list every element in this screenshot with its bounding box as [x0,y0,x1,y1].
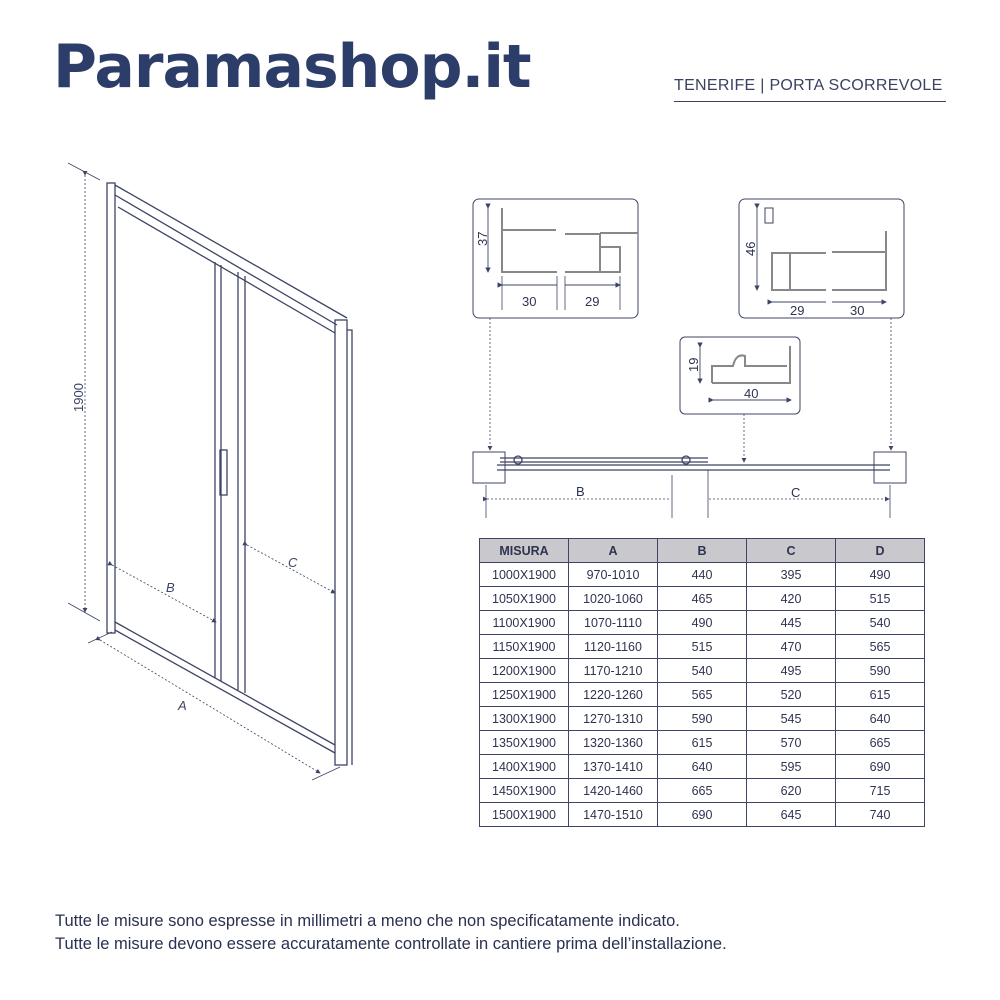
table-cell: 1500X1900 [479,802,569,827]
col-header: A [568,538,658,563]
table-cell: 665 [835,730,925,755]
table-cell: 1420-1460 [568,778,658,803]
table-cell: 520 [746,682,836,707]
table-cell: 1470-1510 [568,802,658,827]
profile-left-width1: 30 [522,294,536,309]
table-cell: 490 [835,562,925,587]
table-cell: 515 [657,634,747,659]
profile-left-height: 37 [475,232,490,246]
table-cell: 1300X1900 [479,706,569,731]
table-cell: 1370-1410 [568,754,658,779]
table-cell: 490 [657,610,747,635]
table-cell: 570 [746,730,836,755]
profile-right-height: 46 [743,242,758,256]
footer-line-1: Tutte le misure sono espresse in millime… [55,912,680,930]
table-cell: 545 [746,706,836,731]
table-cell: 1450X1900 [479,778,569,803]
table-cell: 540 [835,610,925,635]
table-cell: 640 [835,706,925,731]
table-cell: 1120-1160 [568,634,658,659]
table-cell: 690 [835,754,925,779]
logo: Paramashop.it [53,32,532,102]
table-cell: 665 [657,778,747,803]
table-cell: 1050X1900 [479,586,569,611]
height-label: 1900 [71,383,86,412]
profile-left-width2: 29 [585,294,599,309]
table-cell: 1220-1260 [568,682,658,707]
table-cell: 1320-1360 [568,730,658,755]
plan-c-label: C [791,485,800,500]
table-cell: 565 [835,634,925,659]
table-cell: 445 [746,610,836,635]
table-cell: 395 [746,562,836,587]
table-cell: 470 [746,634,836,659]
profile-detail-rail [679,336,801,463]
table-cell: 1020-1060 [568,586,658,611]
profile-detail-right [738,198,905,451]
table-cell: 615 [657,730,747,755]
table-cell: 1270-1310 [568,706,658,731]
footer-line-2: Tutte le misure devono essere accuratame… [55,935,727,953]
table-cell: 465 [657,586,747,611]
table-cell: 690 [657,802,747,827]
table-cell: 1350X1900 [479,730,569,755]
table-cell: 1200X1900 [479,658,569,683]
table-cell: 1150X1900 [479,634,569,659]
table-cell: 740 [835,802,925,827]
col-header: C [746,538,836,563]
footer-notes: Tutte le misure sono espresse in millime… [55,910,727,956]
profile-rail-height: 19 [686,358,701,372]
table-cell: 715 [835,778,925,803]
table-cell: 515 [835,586,925,611]
table-cell: 970-1010 [568,562,658,587]
table-cell: 565 [657,682,747,707]
col-header: B [657,538,747,563]
dim-c-label: C [288,555,298,570]
table-cell: 1170-1210 [568,658,658,683]
plan-view [472,451,907,518]
door-handle [219,449,228,496]
table-cell: 1000X1900 [479,562,569,587]
table-cell: 1100X1900 [479,610,569,635]
col-header: MISURA [479,538,569,563]
table-cell: 640 [657,754,747,779]
table-cell: 1070-1110 [568,610,658,635]
door-isometric [67,162,353,781]
profile-rail-width: 40 [744,386,758,401]
table-cell: 595 [746,754,836,779]
table-cell: 645 [746,802,836,827]
plan-b-label: B [576,484,585,499]
profile-right-width2: 30 [850,303,864,318]
col-header: D [835,538,925,563]
table-cell: 440 [657,562,747,587]
table-cell: 590 [657,706,747,731]
table-cell: 1250X1900 [479,682,569,707]
dim-a-label: A [177,698,187,713]
dim-b-label: B [166,580,175,595]
product-title: TENERIFE | PORTA SCORREVOLE [674,77,946,102]
profile-right-width1: 29 [790,303,804,318]
table-cell: 620 [746,778,836,803]
table-cell: 590 [835,658,925,683]
table-cell: 540 [657,658,747,683]
table-cell: 495 [746,658,836,683]
table-cell: 615 [835,682,925,707]
table-cell: 1400X1900 [479,754,569,779]
table-header-row: MISURA A B C D [479,538,925,563]
profile-detail-left [472,198,639,451]
table-cell: 420 [746,586,836,611]
